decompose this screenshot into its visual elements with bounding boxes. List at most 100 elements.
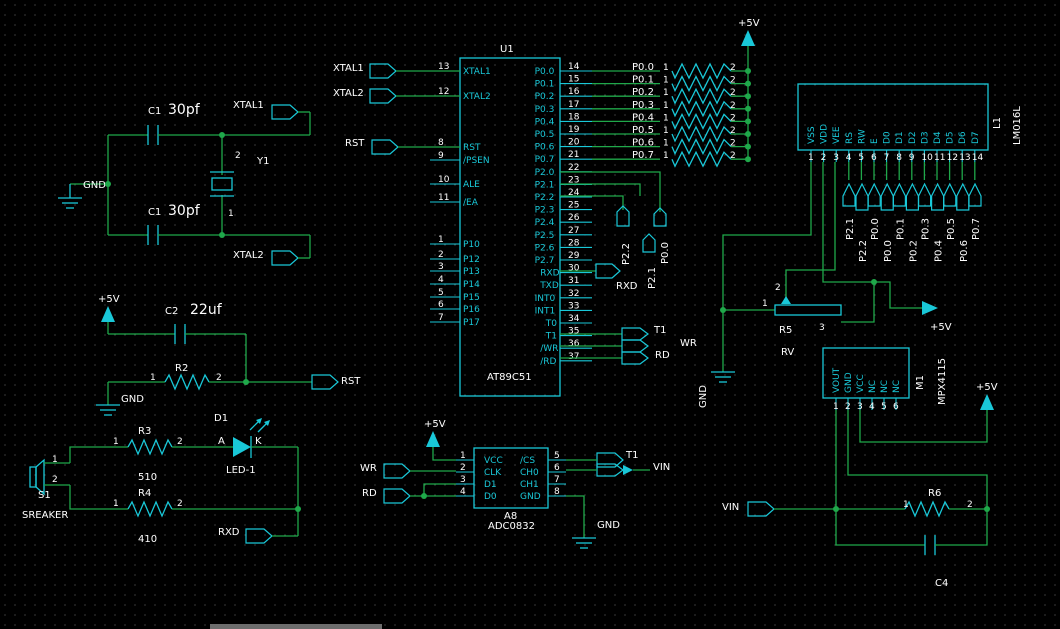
c3-value: 22uf [190,302,223,318]
u1-pin-num: 10 [438,175,450,185]
d1-cathode: K [255,436,262,447]
gnd-lcd-label: GND [698,385,709,408]
lcd-pin-name: D2 [908,131,918,144]
u1-pin-num: 26 [568,213,580,223]
adc-pin-num: 3 [460,475,466,485]
speaker-led-section: 1 2 S1 SREAKER R3 510 1 2 R4 410 1 2 D1 … [22,413,301,545]
u1-pin-num: 32 [568,289,579,299]
u1-pin-name: P0.1 [535,80,555,90]
d1-part: LED-1 [226,465,256,476]
r4-value: 410 [138,534,157,545]
u1-pin-num: 36 [568,339,580,349]
u1-pin-num: 18 [568,112,580,122]
u1-pin-name: XTAL1 [463,67,491,77]
m1-pin-name: VCC [856,374,866,393]
rd-label-u1: RD [655,350,670,361]
adc-pin-name: VCC [484,456,503,466]
gnd-adc-label: GND [597,520,620,531]
u1-pin-num: 7 [438,313,444,323]
p0-net-label: P0.3 [632,100,654,111]
adc-pin-name: /CS [520,456,535,466]
d1-anode: A [218,436,225,447]
u1-pin-num: 9 [438,151,444,161]
s1-pin1: 1 [52,455,58,465]
adc-ref: A8 [504,511,517,522]
lcd-pin-num: 2 [821,153,827,163]
r4-ref: R4 [138,488,151,499]
u1-pin-num: 15 [568,75,579,85]
u1-pin-name: P2.6 [535,243,555,253]
u1-pin-name: P2.5 [535,231,555,241]
m1-pin-name: NC [892,380,902,393]
lcd-pin-num: 7 [884,153,890,163]
horizontal-scrollbar[interactable] [210,624,382,629]
term-rst-label: RST [345,138,365,149]
r2-pin2: 2 [216,373,222,383]
rn-pin2: 2 [730,151,736,161]
u1-pin-num: 3 [438,262,444,272]
lcd-pin-name: D3 [920,131,930,144]
adc-pin-num: 1 [460,451,466,461]
m1-pin-name: NC [868,380,878,393]
u1-pin-num: 14 [568,62,580,72]
vcc-reset-label: +5V [98,294,120,305]
rn-pin1: 1 [663,63,669,73]
u1-pin-name: P16 [463,305,480,315]
u1-pin-num: 31 [568,276,579,286]
adc-pin-name: CH1 [520,480,539,490]
lcd-net-label: P2.1 [845,218,856,240]
u1-pin-num: 25 [568,201,579,211]
u1-pin-num: 8 [438,138,444,148]
lcd-pin-num: 8 [896,153,902,163]
u1-pin-num: 13 [438,62,449,72]
u1-part: AT89C51 [487,372,532,383]
lcd-pin-name: D0 [883,131,893,144]
p0-net-label: P0.5 [632,125,654,136]
lcd-pins: VSS1VDD2VEE3RS4RW5E6D07D18D29D310D411D51… [807,124,984,180]
u1-pin-name: P2.0 [535,168,555,178]
u1-pin-num: 37 [568,352,579,362]
lcd-pin-name: E [870,138,880,144]
c3-ref: C2 [165,306,178,317]
u1-pin-name: P0.6 [535,143,555,153]
r3-pin1: 1 [113,437,119,447]
lcd-pin-name: RW [857,129,867,144]
u1-pin-name: TXD [539,281,559,291]
u1-pin-num: 20 [568,138,580,148]
m1-part: MPX4115 [937,358,948,405]
rn-pin2: 2 [730,113,736,123]
u1-pin-num: 23 [568,175,579,185]
lcd-pin-name: D7 [971,131,981,144]
u1-ref: U1 [500,44,514,55]
reset-section: +5V C2 22uf R2 1 2 RST GND [96,294,361,416]
lcd-pin-num: 9 [909,153,915,163]
lcd-net-label: P0.6 [959,240,970,262]
rn-pin2: 2 [730,101,736,111]
lcd-pin-name: D5 [946,131,956,144]
vcc-adc-label: +5V [424,419,446,430]
p00-label: P0.0 [660,242,671,264]
u1-pin-num: 30 [568,264,580,274]
u1-pin-name: P0.7 [535,155,555,165]
lcd-pin-name: VDD [820,124,830,144]
u1-pin-name: /WR [540,344,558,354]
lcd-pin-num: 5 [858,153,864,163]
y1-pin2: 2 [235,151,241,161]
adc-pin-name: CH0 [520,468,539,478]
lcd-pin-name: VSS [807,126,817,144]
m1-pin-num: 6 [893,402,899,412]
rn-pin1: 1 [663,113,669,123]
lcd-lm016l[interactable]: L1 LM016L VSS1VDD2VEE3RS4RW5E6D07D18D29D… [797,83,1023,262]
u1-pin-name: P0.0 [535,67,555,77]
r5-pin1: 1 [762,299,768,309]
lcd-pin-num: 4 [846,153,852,163]
c1-value: 30pf [168,102,201,118]
lcd-net-label: P2.2 [858,240,869,262]
r2-pin1: 1 [150,373,156,383]
